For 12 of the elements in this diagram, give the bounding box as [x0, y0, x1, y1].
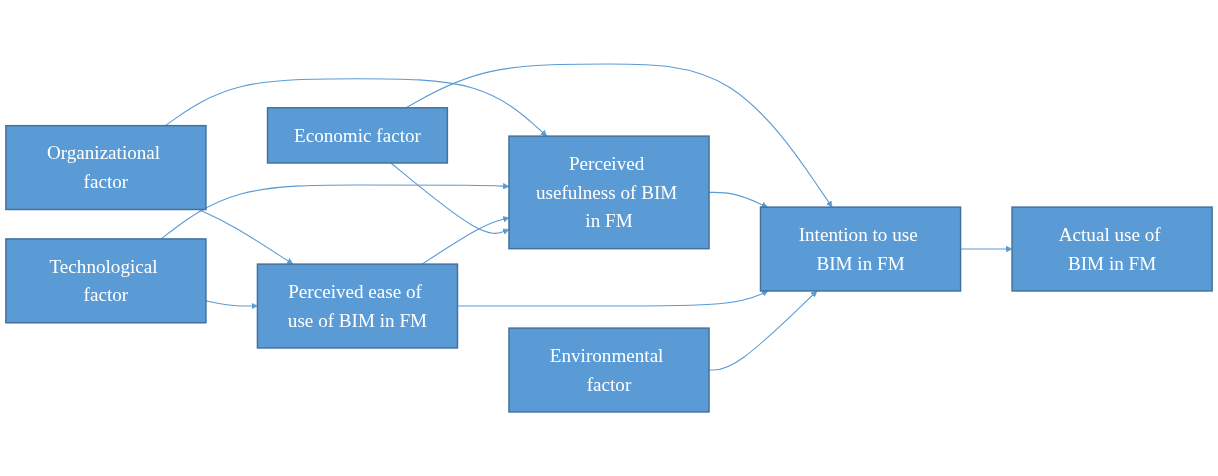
- arrow: [405, 63, 833, 208]
- arrow: [205, 300, 258, 310]
- node-box: Environmental factor: [508, 327, 710, 413]
- arrow: [164, 78, 547, 137]
- node-box: Actual use of BIM in FM: [1011, 206, 1213, 292]
- node-box: Economic factor: [266, 107, 449, 164]
- arrow: [960, 245, 1013, 253]
- node-box: Technological factor: [5, 238, 207, 324]
- node-box: Organizational factor: [5, 124, 207, 211]
- node-box: Intention to use BIM in FM: [759, 206, 962, 292]
- node-box: Perceived usefulness of BIM in FM: [508, 135, 710, 250]
- node-box: Perceived ease of use of BIM in FM: [256, 263, 459, 349]
